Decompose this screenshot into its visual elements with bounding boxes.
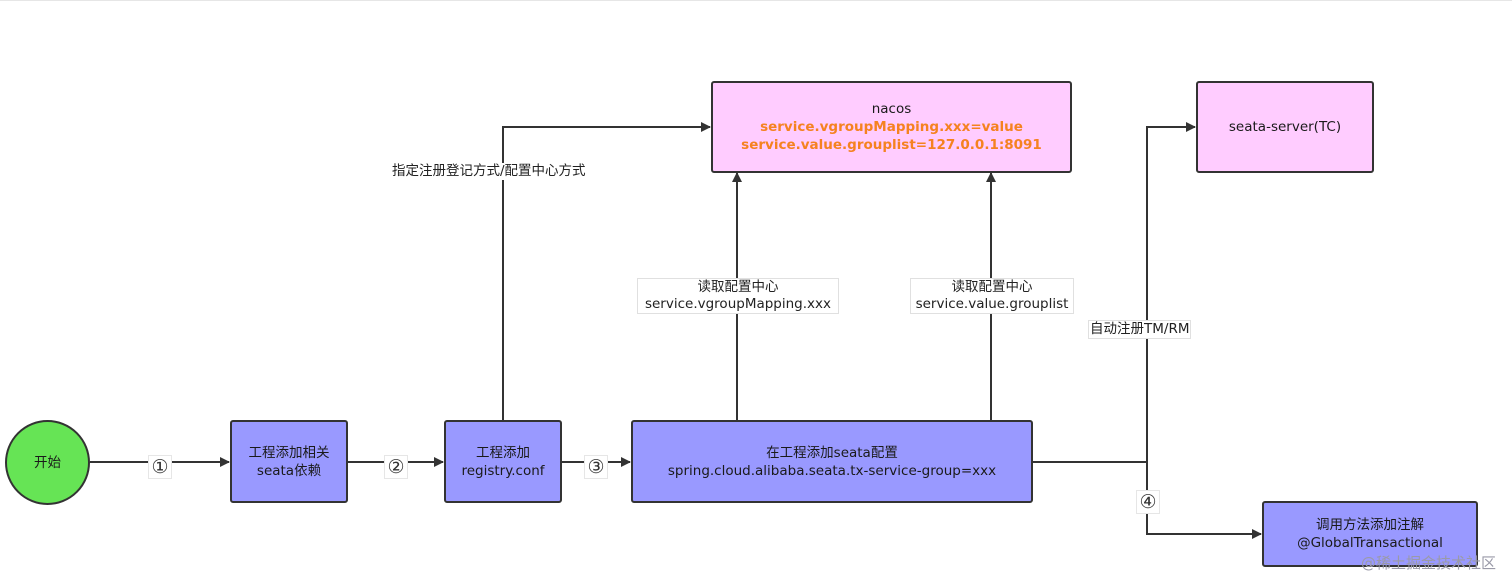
edge-trunk-to-annotation [1146, 462, 1262, 539]
start-node-label: 开始 [34, 454, 61, 471]
seata-server-node: seata-server(TC) [1196, 81, 1374, 173]
step-1-marker: ① [148, 455, 172, 479]
seata-server-label: seata-server(TC) [1228, 119, 1342, 135]
nacos-title: nacos [871, 101, 912, 117]
step-2-marker: ② [384, 455, 408, 479]
add-seata-config-node: 在工程添加seata配置 spring.cloud.alibaba.seata.… [631, 420, 1033, 503]
add-annotation-line-1: 调用方法添加注解 [1316, 517, 1424, 533]
add-dependency-node: 工程添加相关 seata依赖 [230, 420, 348, 503]
edge-registry-to-nacos [502, 122, 711, 420]
add-registry-line-1: 工程添加 [476, 444, 530, 461]
read-grouplist-label: 读取配置中心 service.value.grouplist [910, 278, 1074, 314]
start-node: 开始 [5, 420, 90, 505]
nacos-vgroup-mapping: service.vgroupMapping.xxx=value [760, 119, 1023, 135]
add-dependency-line-2: seata依赖 [256, 462, 322, 479]
add-seata-config-line-2: spring.cloud.alibaba.seata.tx-service-gr… [667, 462, 997, 479]
nacos-grouplist: service.value.grouplist=127.0.0.1:8091 [741, 137, 1042, 153]
add-dependency-line-1: 工程添加相关 [248, 444, 330, 461]
add-registry-node: 工程添加 registry.conf [444, 420, 562, 503]
add-annotation-node: 调用方法添加注解 @GlobalTransactional [1262, 501, 1478, 567]
watermark: @稀土掘金技术社区 [1360, 554, 1496, 572]
read-vgroup-line-2: service.vgroupMapping.xxx [644, 296, 832, 312]
nacos-node: nacos service.vgroupMapping.xxx=value se… [711, 81, 1072, 173]
auto-register-label: 自动注册TM/RM [1088, 320, 1192, 339]
step-3-marker: ③ [584, 455, 608, 479]
read-grouplist-line-1: 读取配置中心 [951, 279, 1033, 295]
add-seata-config-line-1: 在工程添加seata配置 [766, 444, 898, 461]
read-vgroup-line-1: 读取配置中心 [697, 279, 779, 295]
read-grouplist-line-2: service.value.grouplist [915, 296, 1069, 312]
read-vgroup-label: 读取配置中心 service.vgroupMapping.xxx [637, 278, 839, 314]
edge-trunk-to-seata-server [1146, 122, 1196, 462]
add-annotation-line-2: @GlobalTransactional [1297, 535, 1443, 551]
step-4-marker: ④ [1136, 490, 1160, 514]
add-registry-line-2: registry.conf [461, 462, 545, 479]
registry-to-nacos-label: 指定注册登记方式/配置中心方式 [392, 163, 586, 180]
